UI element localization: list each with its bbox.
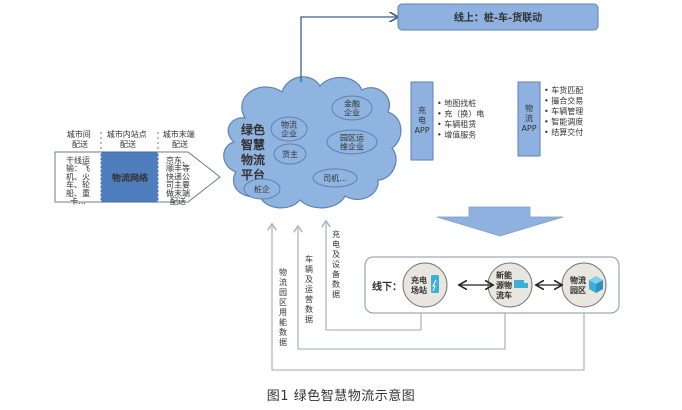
online-label: 线上：桩-车-货联动 — [454, 11, 542, 24]
cloud-to-online-arrow — [300, 17, 397, 82]
network-label: 物流网络 — [112, 172, 148, 184]
cloud-member: 园区运维企业 — [326, 129, 378, 155]
cloud-member-label: 货主 — [282, 149, 298, 159]
cloud-member-label: 桩企 — [254, 184, 270, 194]
vehicle-data-flow — [298, 228, 506, 350]
header-intercity: 城市间 配送 — [67, 129, 94, 149]
figure-caption: 图1 绿色智慧物流示意图 — [266, 389, 416, 404]
cloud-member-label: 物流企业 — [281, 120, 297, 139]
offline-node: 新能源物流车 — [487, 262, 533, 308]
cloud-member-label: 司机... — [323, 173, 347, 183]
app-features: • 地图找桩• 充（换）电• 车辆租赁• 增值服务 — [437, 98, 484, 140]
cloud-member-label: 金融企业 — [344, 99, 360, 118]
offline-node-label: 新能源物流车 — [496, 270, 512, 300]
offline-node-label: 充电场站 — [411, 275, 427, 295]
charging-station-icon — [431, 275, 439, 293]
cloud-member: 货主 — [273, 143, 307, 165]
cloud-member: 桩企 — [243, 178, 281, 200]
park-energy-data-label: 物流园区用能数据 — [279, 267, 287, 347]
header-intracity: 城市内站点 配送 — [107, 129, 150, 149]
network-block — [100, 151, 159, 203]
online-bar — [397, 3, 599, 31]
platform-title: 绿色智慧物流平台 — [240, 122, 265, 182]
offline-node: 充电场站 — [402, 262, 448, 308]
logistics-chain: 城市间 配送 城市内站点 配送 城市末端 配送 物流网络 干线运输：飞机、火车、… — [54, 129, 221, 206]
cloud-member-label: 园区运维企业 — [340, 134, 364, 152]
offline-label: 线下： — [372, 280, 402, 293]
charging-data-label: 充电及设备数据 — [332, 229, 340, 299]
cloud-member: 金融企业 — [331, 95, 373, 121]
park-energy-data-flow — [272, 226, 585, 371]
offline-node: 物流园区 — [561, 262, 607, 308]
offline-node-label: 物流园区 — [570, 275, 586, 295]
truck-icon — [514, 280, 528, 288]
intercity-text: 干线运输：飞机、火车、轮船、重卡... — [66, 155, 90, 206]
lastmile-text: 京东、顺丰等快递公司主要做末端配送 — [166, 155, 190, 206]
header-lastmile: 城市末端 配送 — [163, 129, 198, 149]
offline-nodes: 充电场站 新能源物流车 物流园区 — [402, 262, 607, 308]
charging-data-flow — [326, 223, 422, 331]
cloud-member: 司机... — [312, 168, 358, 188]
vehicle-data-label: 车辆及运营数据 — [305, 254, 313, 324]
app-features: • 车货匹配• 撮合交易• 车辆管理• 智能调度• 结算交付 — [544, 85, 583, 137]
cloud-member: 物流企业 — [270, 116, 308, 142]
box-icon — [589, 276, 603, 293]
down-block-arrow-icon — [436, 206, 564, 237]
